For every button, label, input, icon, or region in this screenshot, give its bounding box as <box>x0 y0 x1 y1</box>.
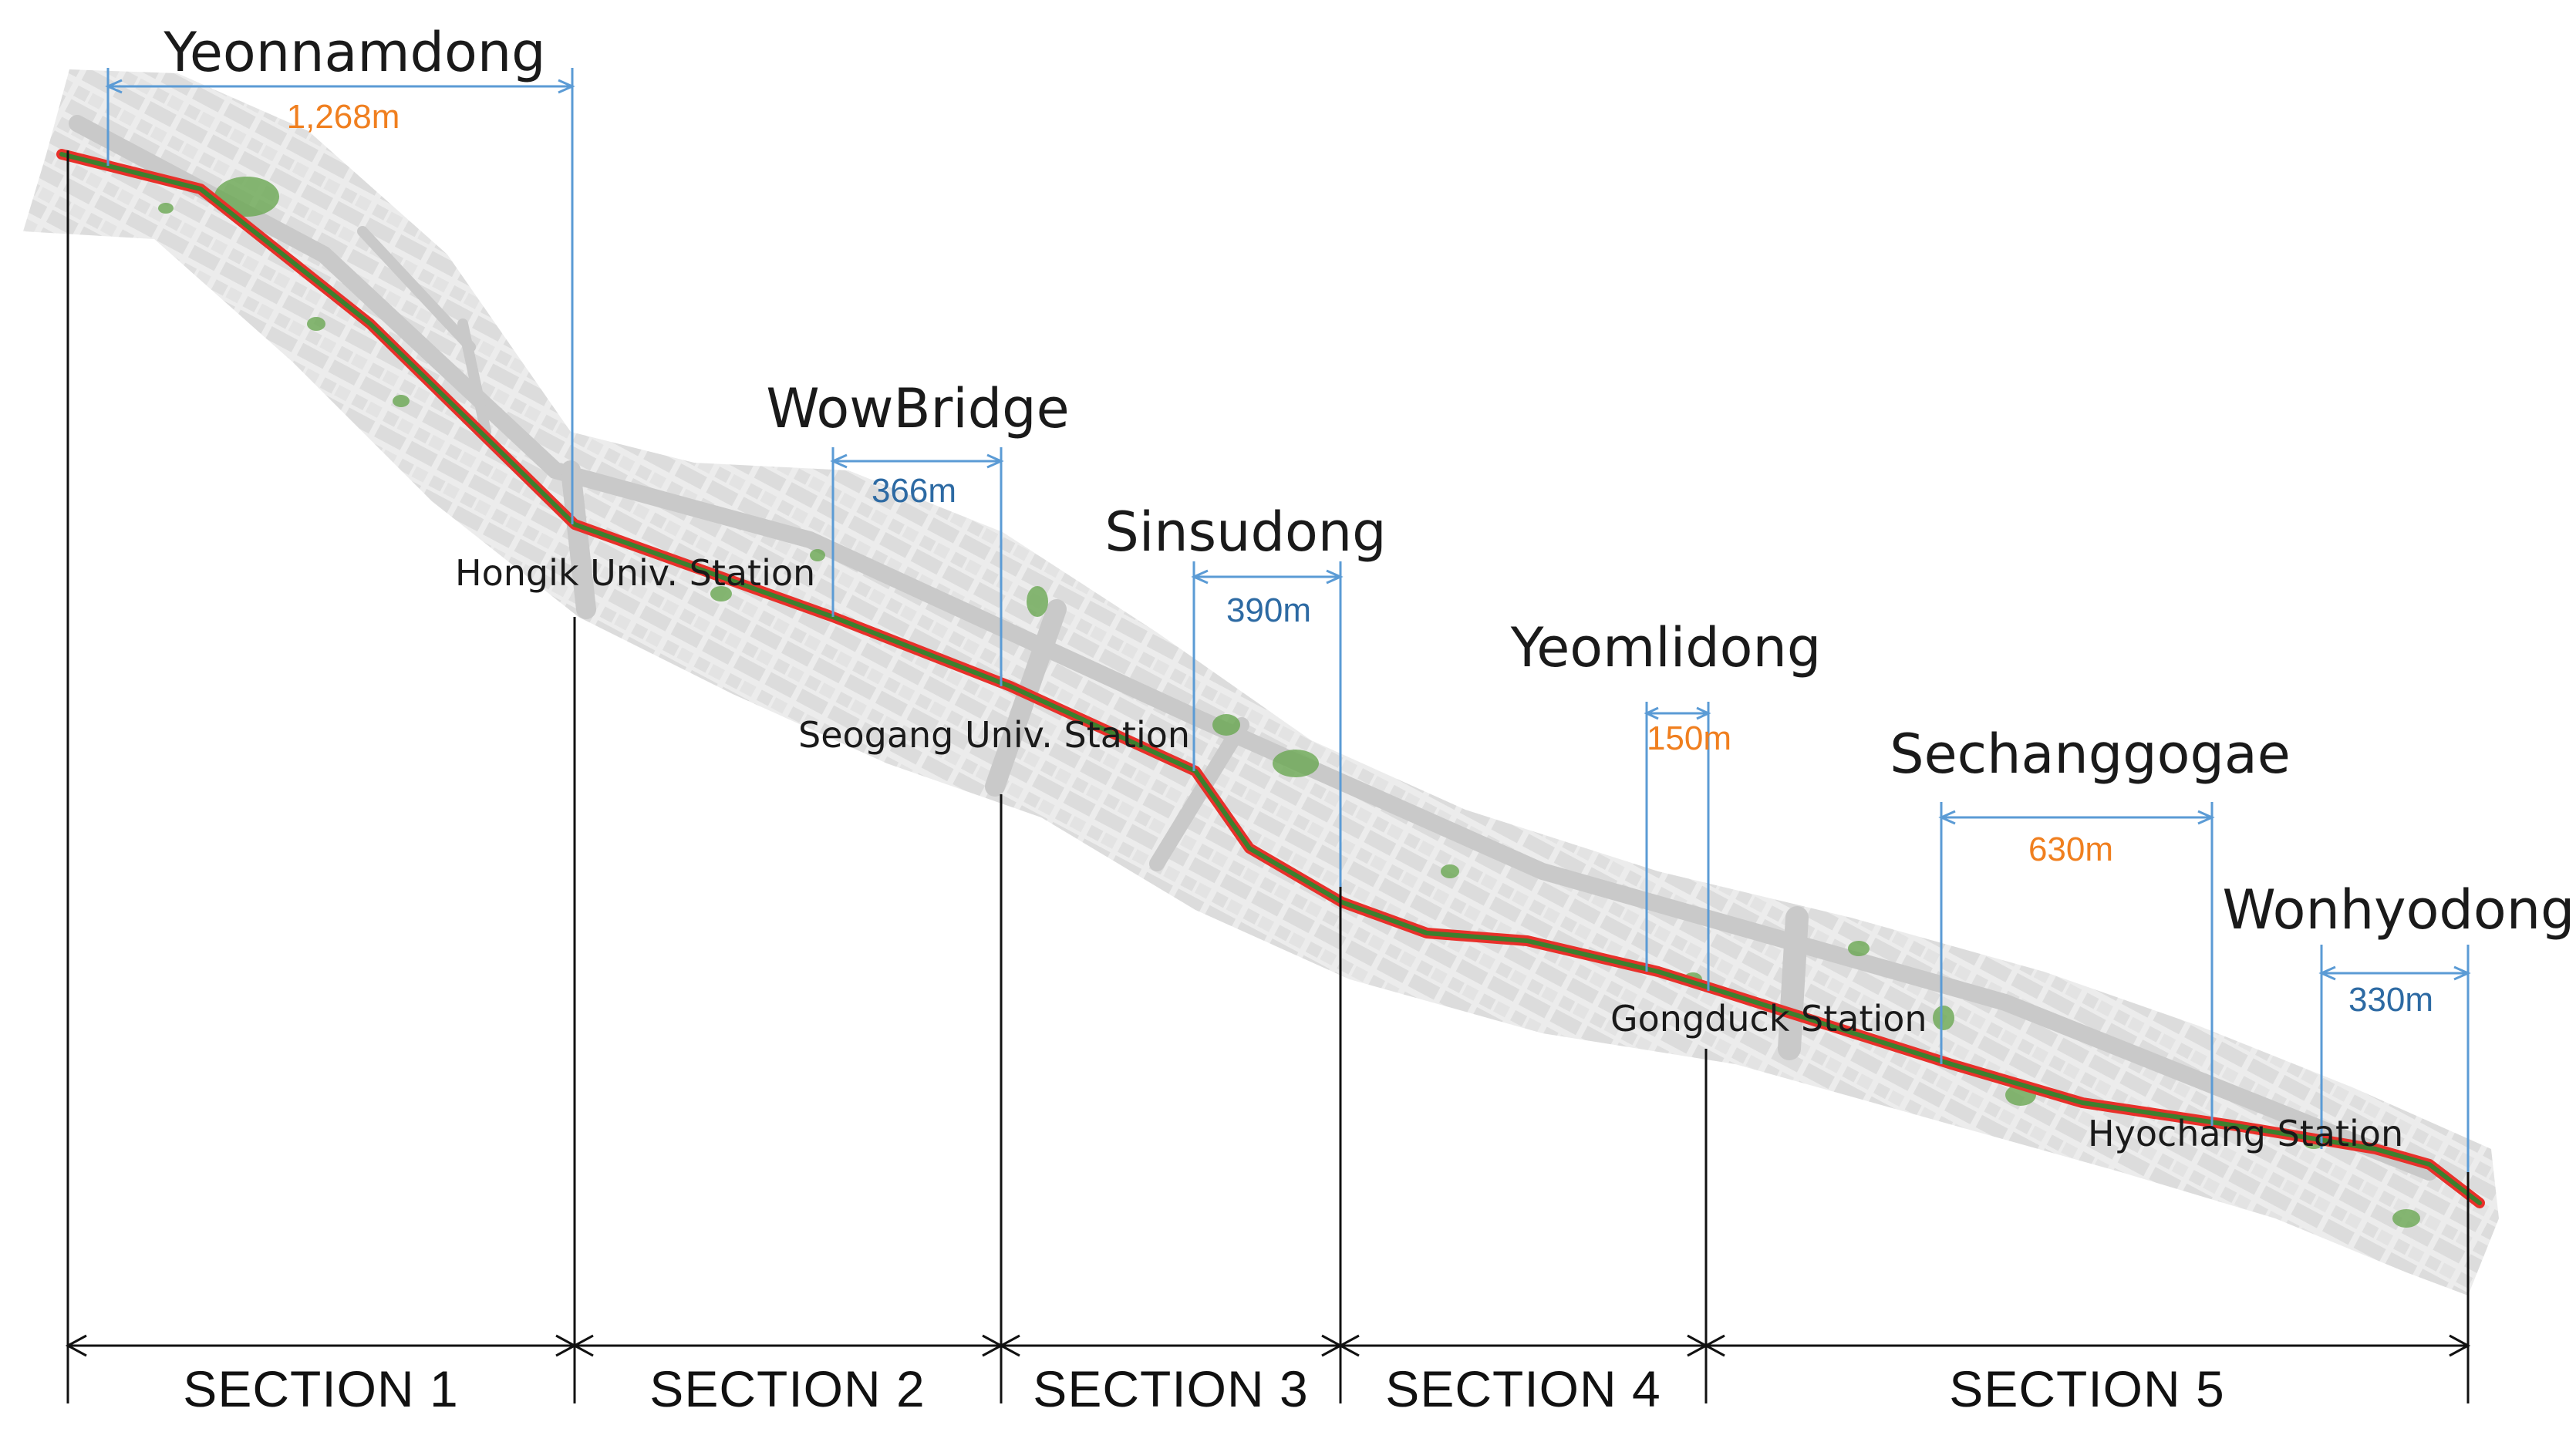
section-label-5: SECTION 5 <box>1949 1360 2225 1417</box>
place-label-wowbridge: WowBridge <box>766 377 1070 440</box>
map-strip <box>23 69 2499 1296</box>
major-roads <box>69 115 2438 1181</box>
place-label-sechanggogae: Sechanggogae <box>1890 723 2291 786</box>
station-label-seogang: Seogang Univ. Station <box>798 714 1191 756</box>
section-label-3: SECTION 3 <box>1033 1360 1309 1417</box>
station-label-hyochang: Hyochang Station <box>2088 1113 2404 1154</box>
distance-label-sinsudong: 390m <box>1226 591 1312 629</box>
distance-dimension-markers <box>105 68 2471 1172</box>
place-label-sinsudong: Sinsudong <box>1104 500 1387 564</box>
place-label-yeonnamdong: Yeonnamdong <box>164 21 546 84</box>
distance-label-sechanggogae: 630m <box>2028 831 2114 868</box>
place-label-yeomlidong: Yeomlidong <box>1510 616 1822 679</box>
station-label-hongik: Hongik Univ. Station <box>455 552 816 594</box>
section-label-2: SECTION 2 <box>649 1360 926 1417</box>
distance-label-yeonnamdong: 1,268m <box>286 98 400 136</box>
distance-label-yeomlidong: 150m <box>1646 719 1732 757</box>
station-label-gongduck: Gongduck Station <box>1610 998 1927 1039</box>
section-dimension-line <box>65 1334 2471 1357</box>
section-label-4: SECTION 4 <box>1385 1360 1661 1417</box>
distance-label-wonhyodong: 330m <box>2348 981 2434 1019</box>
section-label-1: SECTION 1 <box>183 1360 459 1417</box>
distance-label-wowbridge: 366m <box>871 472 957 510</box>
place-label-wonhyodong: Wonhyodong <box>2222 878 2575 942</box>
